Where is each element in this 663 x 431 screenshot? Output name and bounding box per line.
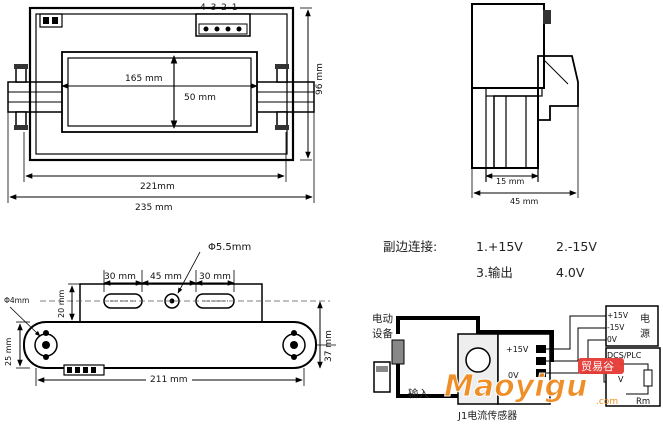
input-label: 输入: [408, 387, 429, 400]
wiring-notes: 副边连接: 1.+15V 2.-15V 3.输出 4.0V: [383, 239, 597, 280]
bottom-view: 30 mm 45 mm 30 mm Φ5.5mm 20 mm: [4, 242, 336, 386]
dim-slot-gap: 45 mm: [150, 272, 182, 282]
dim-bottom-height: 37 mm: [324, 330, 334, 362]
wiring-item-4: 4.0V: [556, 265, 585, 280]
bolt-right: [275, 64, 289, 130]
psu-label-2: 源: [640, 327, 650, 340]
bottom-flange: [23, 321, 317, 369]
front-label-plate: [39, 13, 63, 28]
sensor-plus: +15V: [506, 345, 529, 354]
sensor-label: J1电流传感器: [457, 409, 517, 422]
psu-label-1: 电: [640, 312, 650, 325]
connector-block: [195, 13, 251, 37]
screw-hole-right: [282, 330, 306, 360]
dim-hole: Φ5.5mm: [208, 242, 251, 253]
device-label-1: 电动: [372, 312, 393, 325]
dim-height: 96 mm: [315, 63, 325, 95]
wiring-item-2: 2.-15V: [556, 239, 597, 254]
watermark: Maoyigu 贸易谷 .com: [444, 358, 624, 407]
pin-numbers: 4 3 2 1: [200, 3, 239, 13]
dim-mount: 221mm: [140, 182, 175, 192]
side-core: [493, 95, 539, 169]
sensor-zero: 0V: [508, 371, 519, 380]
side-view: 15 mm 45 mm: [471, 3, 579, 206]
rm-label: Rm: [636, 397, 650, 407]
front-window: [61, 51, 258, 133]
dim-length: 211 mm: [150, 375, 188, 385]
dim-window: 50 mm: [184, 93, 216, 103]
dim-side-small: 15 mm: [496, 177, 525, 186]
wiring-item-3: 3.输出: [476, 265, 513, 280]
psu-zero: 0V: [607, 335, 618, 344]
dim-total: 235 mm: [135, 203, 173, 213]
watermark-badge: 贸易谷: [581, 360, 614, 373]
wiring-item-1: 1.+15V: [476, 239, 523, 254]
power-supply-box: [605, 305, 659, 347]
dim-side-depth: 45 mm: [510, 197, 539, 206]
front-view: 4 3 2 1 165 mm 50 mm 9: [7, 3, 325, 213]
device-label-2: 设备: [372, 327, 393, 340]
front-housing: [28, 6, 295, 162]
watermark-domain: .com: [596, 397, 618, 407]
dcs-label: DCS/PLC: [607, 351, 642, 360]
dcs-v: V: [618, 375, 624, 384]
screw-hole-left: [34, 330, 58, 360]
bolt-left: [14, 64, 28, 130]
dim-end-height: 25 mm: [4, 337, 13, 366]
psu-minus: -15V: [607, 323, 625, 332]
watermark-text: Maoyigu: [444, 369, 587, 404]
psu-plus: +15V: [607, 311, 629, 320]
side-top-housing: [471, 3, 545, 89]
dim-slot-left: 30 mm: [104, 272, 136, 282]
dim-screw: Φ4mm: [4, 296, 29, 305]
dim-inner-width: 165 mm: [125, 74, 163, 84]
wiring-diagram: 电动 设备 输入 +15V 0V J1电流传感器 +15V -15V 0V 电 …: [372, 305, 661, 422]
wiring-heading: 副边连接:: [383, 239, 437, 254]
dim-slot-right: 30 mm: [199, 272, 231, 282]
dim-bottom-depth: 20 mm: [57, 289, 66, 318]
